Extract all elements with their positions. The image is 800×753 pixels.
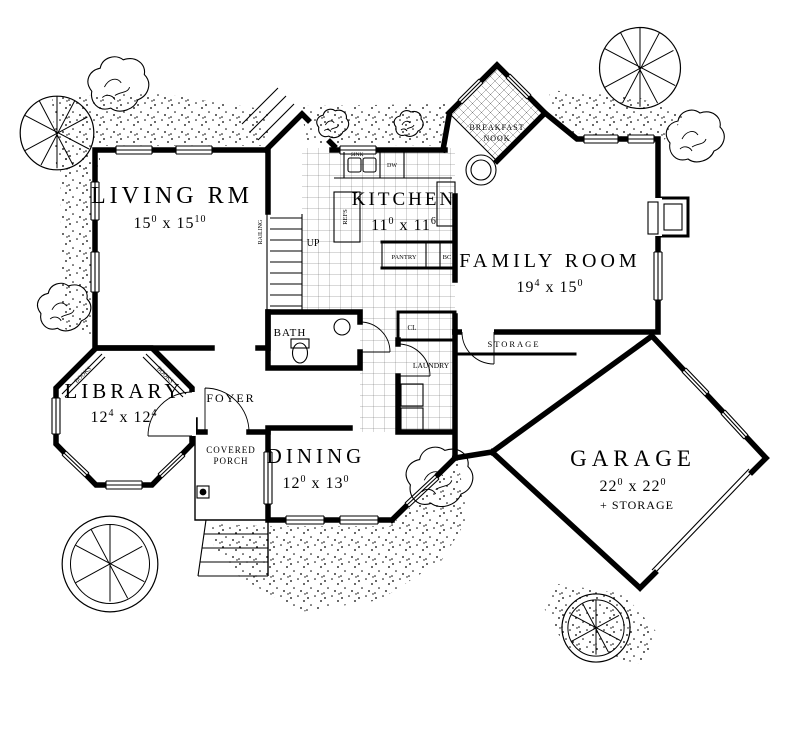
refrigerator <box>333 191 361 243</box>
bath-sink <box>333 318 351 336</box>
porch-steps <box>197 519 268 577</box>
landscaping <box>52 90 686 664</box>
family-room-label: FAMILY ROOM <box>459 250 640 272</box>
sink-bowl-right <box>362 157 377 173</box>
library-windows <box>51 397 186 490</box>
foyer-walls <box>192 417 271 435</box>
laundry-walls <box>395 329 458 461</box>
nook-table-outer <box>465 154 497 186</box>
nook-open-edge <box>448 112 498 162</box>
hearth <box>647 201 659 235</box>
dw-label: DW <box>387 163 397 169</box>
sink-bowl-left <box>347 157 362 173</box>
pantry-label: PANTRY <box>391 254 416 261</box>
garage-label: GARAGE <box>570 446 696 471</box>
nook-table-inner <box>470 159 492 181</box>
library-bookshelves <box>61 353 187 398</box>
toilet-bowl <box>291 342 309 364</box>
bath-walls <box>265 309 363 371</box>
stair-treads <box>270 214 303 312</box>
shrub-bed-bottom <box>210 462 468 612</box>
shrub-bed-entry <box>300 104 447 146</box>
shrub-bed-top-right <box>548 90 686 140</box>
kitchen-walls <box>329 112 458 335</box>
railing-label: RAILING <box>258 219 264 244</box>
porch-label-1: COVERED <box>206 445 256 455</box>
tree-double-bottom-left <box>61 515 159 613</box>
dining-walls <box>265 425 459 524</box>
breakfast-nook-tile-floor <box>449 65 545 161</box>
breakfast-nook-label-2: NOOK <box>483 134 510 143</box>
family-room-walls <box>452 109 661 335</box>
shrub-bed-top-left <box>52 92 268 172</box>
oven-counter <box>436 181 456 227</box>
foyer-label: FOYER <box>206 391 255 405</box>
closet-label: CL <box>408 324 417 332</box>
family-windows <box>583 134 663 301</box>
dining-label: DINING <box>267 444 366 468</box>
entry-steps <box>241 87 295 141</box>
kitchen-label: KITCHEN <box>352 189 456 210</box>
fixtures <box>61 152 683 431</box>
washer <box>400 383 424 407</box>
living-room-walls <box>92 147 271 351</box>
chimney-walls <box>656 196 690 238</box>
windows <box>51 73 749 525</box>
shrub-bed-left <box>60 158 91 338</box>
pantry-walls <box>380 240 457 270</box>
sink-label: SINK <box>351 152 364 158</box>
kitchen-counter <box>334 152 452 179</box>
porch-column <box>196 485 210 499</box>
garage-windows <box>681 367 749 440</box>
laundry-label: LAUNDRY <box>413 361 450 370</box>
nook-windows <box>457 73 532 105</box>
front-door <box>204 387 250 433</box>
bc-label: BC <box>443 254 452 261</box>
kitchen-window <box>339 145 377 155</box>
garage-door-panel <box>651 468 753 574</box>
family-gaps <box>462 135 662 336</box>
living-windows <box>90 145 213 293</box>
library-gaps <box>52 392 196 489</box>
kitchen-tile-floor <box>302 148 455 312</box>
shrub-bed-garage <box>544 584 660 664</box>
porch-column-post <box>199 488 207 496</box>
up-label: UP <box>307 238 320 249</box>
toilet-tank <box>290 338 310 349</box>
laundry-door <box>397 343 431 377</box>
storage-label: STORAGE <box>487 339 540 349</box>
storage-door <box>461 331 495 365</box>
library-label: LIBRARY <box>64 379 183 403</box>
garage-walls <box>451 332 770 592</box>
pantry-dividers <box>381 242 441 268</box>
hall-laundry-tile-floor <box>360 312 455 432</box>
closet-walls <box>396 310 457 342</box>
dryer <box>400 407 424 431</box>
covered-porch-structure <box>194 434 269 577</box>
breakfast-nook-label-1: BREAKFAST <box>469 123 524 132</box>
tree-radial-top-right <box>598 26 682 110</box>
porch-label-2: PORCH <box>213 456 248 466</box>
garage-storage-label: + STORAGE <box>600 498 674 512</box>
bath-label: BATH <box>274 327 307 339</box>
dining-windows <box>263 451 440 525</box>
firebox <box>663 203 683 231</box>
refs-label: REFS <box>342 209 349 225</box>
living-room-label: LIVING RM <box>91 183 253 209</box>
bath-door <box>359 321 391 353</box>
